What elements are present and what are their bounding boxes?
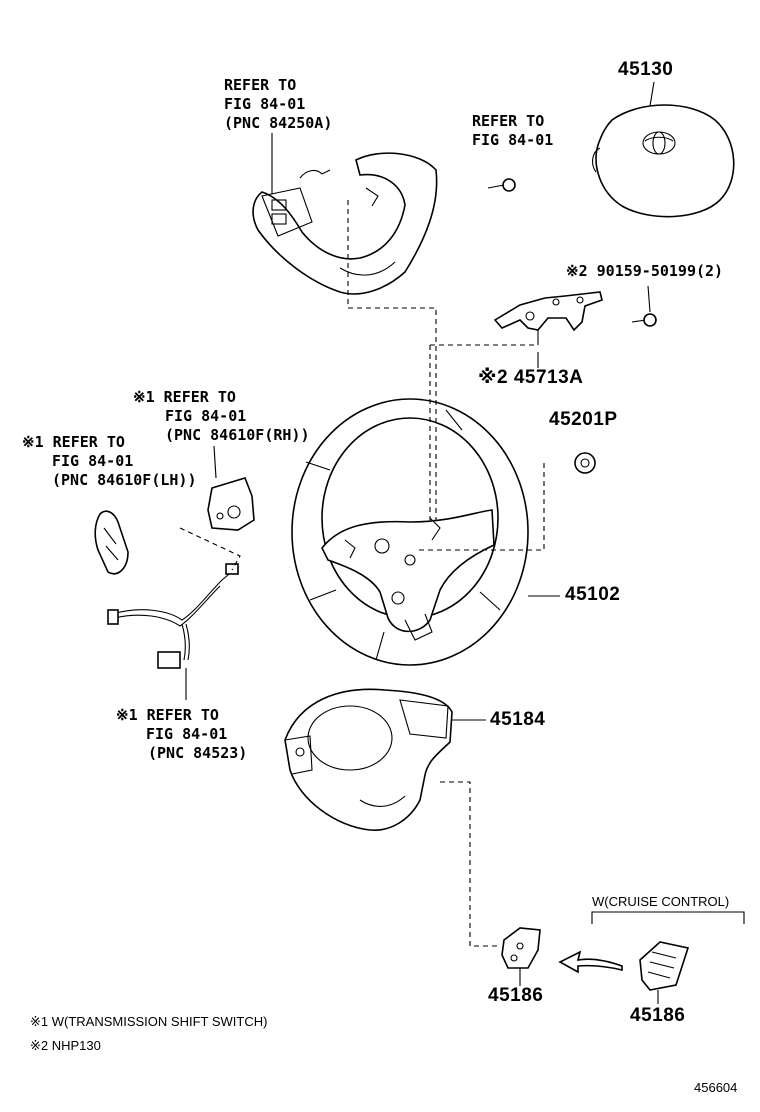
bolt-icon <box>487 178 516 192</box>
part-number-45184: 45184 <box>490 709 546 730</box>
ref-fig-top-label: REFER TO FIG 84-01 <box>472 112 554 149</box>
part-number-45713a: ※2 45713A <box>478 367 584 388</box>
ref-pnc84250a-label: REFER TO FIG 84-01 (PNC 84250A) <box>224 76 333 132</box>
wire-harness-icon <box>107 563 239 669</box>
ref-pnc84610f-lh-label: ※1 REFER TO FIG 84-01 (PNC 84610F(LH)) <box>22 433 197 489</box>
part-number-45130: 45130 <box>618 59 674 80</box>
footnote-1: ※1 W(TRANSMISSION SHIFT SWITCH) <box>30 1014 268 1029</box>
switch-icon <box>639 941 690 991</box>
ref-pnc84523-label: ※1 REFER TO FIG 84-01 (PNC 84523) <box>116 706 248 762</box>
part-number-45186-left: 45186 <box>488 985 544 1006</box>
switch-icon <box>501 927 541 969</box>
airbag-icon <box>591 104 735 218</box>
steering-wheel-icon <box>291 398 529 666</box>
arrow-icon <box>558 950 623 974</box>
figure-id: 456604 <box>694 1080 738 1095</box>
bolt-note-label: ※2 90159-50199(2) <box>566 262 724 280</box>
clip-icon <box>574 452 596 474</box>
footnote-2: ※2 NHP130 <box>30 1038 101 1053</box>
cruise-control-label: W(CRUISE CONTROL) <box>592 894 730 909</box>
part-number-45186-right: 45186 <box>630 1005 686 1026</box>
lower-cover-icon <box>284 688 453 831</box>
paddle-switch-icon <box>94 477 255 575</box>
part-number-45201p: 45201P <box>549 409 618 430</box>
part-number-45102: 45102 <box>565 584 621 605</box>
bracket-icon <box>493 291 657 345</box>
steering-cover-icon <box>252 152 438 295</box>
ref-pnc84610f-rh-label: ※1 REFER TO FIG 84-01 (PNC 84610F(RH)) <box>133 388 310 444</box>
